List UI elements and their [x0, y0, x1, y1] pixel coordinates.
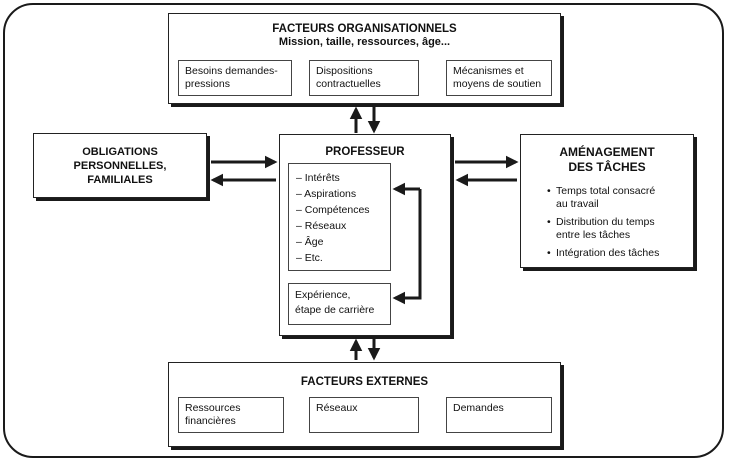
professeur-title: PROFESSEUR — [325, 146, 405, 158]
trait-item: – Intérêts — [296, 172, 340, 184]
externes-item-ressources: Ressources financières — [178, 397, 284, 433]
org-subtitle: Mission, taille, ressources, âge... — [278, 36, 451, 48]
professeur-traits: – Intérêts – Aspirations – Compétences –… — [288, 163, 391, 271]
org-item-besoins: Besoins demandes- pressions — [178, 60, 292, 96]
outer-frame — [3, 3, 724, 458]
arrow-loop-to-traits — [392, 189, 422, 305]
box-professeur: PROFESSEUR – Intérêts – Aspirations – Co… — [279, 134, 451, 336]
box-facteurs-organisationnels: FACTEURS ORGANISATIONNELS Mission, taill… — [168, 13, 561, 104]
amenagement-bullets: Temps total consacré au travail Distribu… — [547, 185, 687, 266]
box-amenagement: AMÉNAGEMENT DES TÂCHES Temps total consa… — [520, 134, 694, 268]
externes-item-reseaux: Réseaux — [309, 397, 419, 433]
amenagement-bullet: Temps total consacré au travail — [547, 185, 687, 210]
org-item-mecanismes: Mécanismes et moyens de soutien — [446, 60, 552, 96]
box-obligations: OBLIGATIONS PERSONNELLES, FAMILIALES — [33, 133, 207, 198]
amenagement-title: AMÉNAGEMENT DES TÂCHES — [559, 145, 655, 174]
box-facteurs-externes: FACTEURS EXTERNES Ressources financières… — [168, 362, 561, 447]
trait-item: – Aspirations — [296, 188, 357, 200]
trait-item: – Etc. — [296, 252, 323, 264]
trait-item: – Compétences — [296, 204, 370, 216]
externes-item-demandes: Demandes — [446, 397, 552, 433]
amenagement-bullet: Distribution du temps entre les tâches — [547, 216, 687, 241]
trait-item: – Âge — [296, 236, 324, 248]
trait-item: – Réseaux — [296, 220, 347, 232]
traits-list: – Intérêts – Aspirations – Compétences –… — [296, 170, 383, 266]
obligations-title: OBLIGATIONS PERSONNELLES, FAMILIALES — [73, 146, 167, 186]
externes-title: FACTEURS EXTERNES — [300, 376, 429, 388]
amenagement-bullet: Intégration des tâches — [547, 247, 687, 260]
org-item-dispositions: Dispositions contractuelles — [309, 60, 419, 96]
org-title: FACTEURS ORGANISATIONNELS — [272, 23, 457, 35]
professeur-experience: Expérience, étape de carrière — [288, 283, 391, 325]
